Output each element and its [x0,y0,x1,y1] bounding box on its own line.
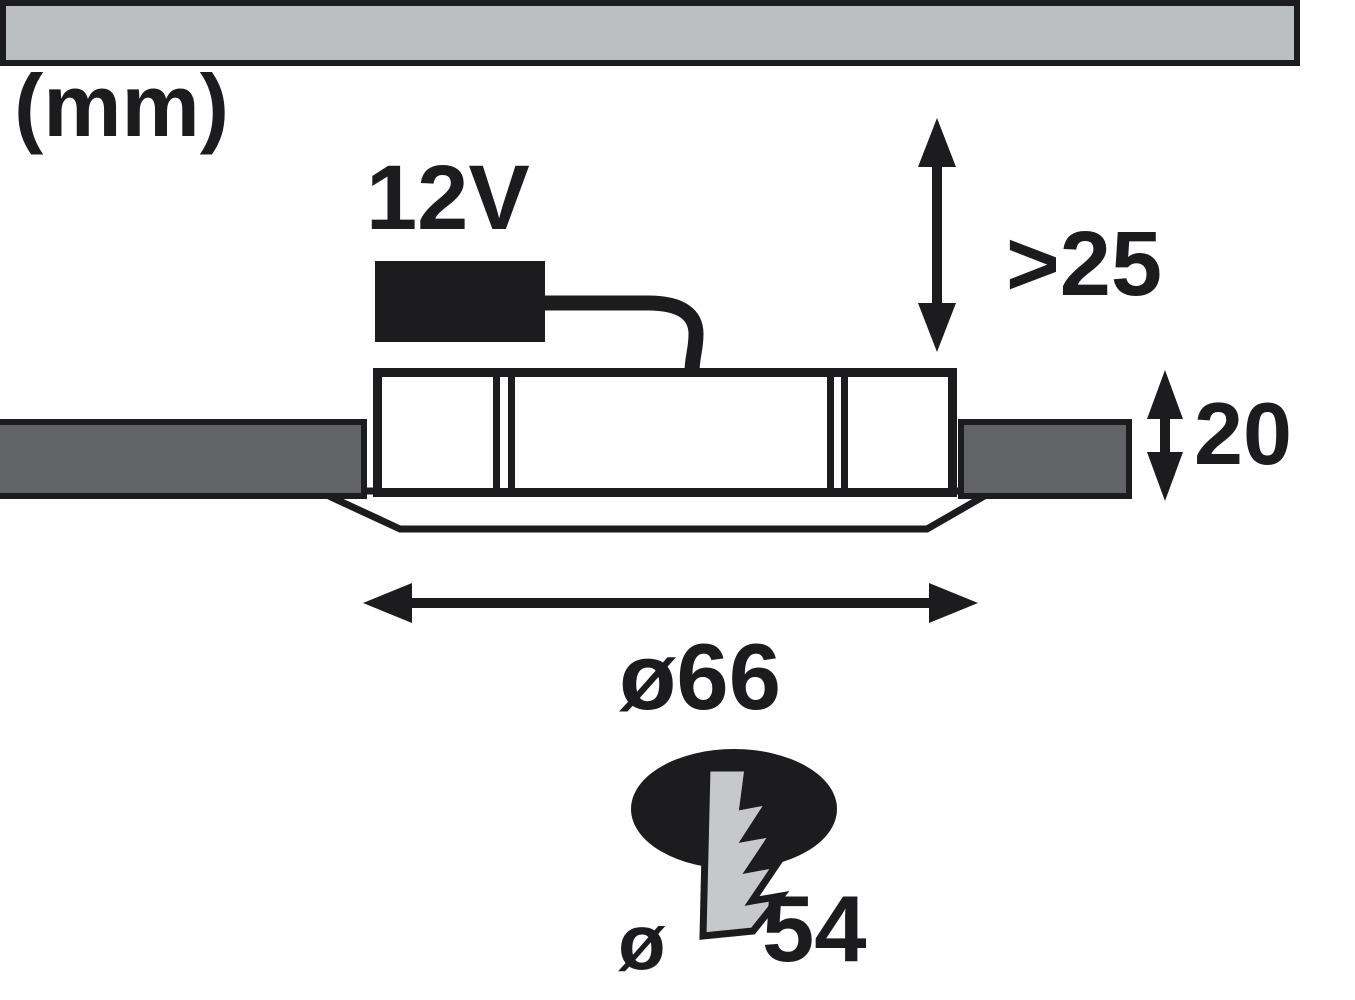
housing-divider-line [508,377,515,488]
arrow-left-icon [363,583,412,623]
ceiling-panel-left [0,419,367,499]
drill-blade-icon [699,764,790,940]
cutout-diameter-value: 54 [762,876,867,981]
depth-dimension-label: 20 [1194,384,1292,483]
arrow-right-icon [929,583,978,623]
cutout-diameter-symbol: ø [618,898,666,986]
housing-divider-line [841,377,848,488]
diameter-dimension-arrow [363,583,978,623]
transformer-voltage-label: 12V [366,147,530,249]
arrow-down-icon [1147,452,1183,501]
depth-dimension-arrow [1147,370,1183,501]
ceiling-panel [0,0,1300,66]
unit-label: (mm) [14,56,230,155]
supply-wire-icon [545,295,704,373]
ceiling-panel-right [958,419,1132,499]
transformer-box [375,261,545,342]
clearance-dimension-arrow [918,118,956,352]
arrow-down-icon [918,303,956,352]
housing-divider-line [493,377,500,488]
arrow-up-icon [918,118,956,167]
fixture-housing [373,368,957,497]
arrow-up-icon [1147,370,1183,419]
housing-divider-line [827,377,834,488]
clearance-dimension-label: >25 [1006,213,1163,315]
bezel-diameter-label: ø66 [619,624,781,729]
